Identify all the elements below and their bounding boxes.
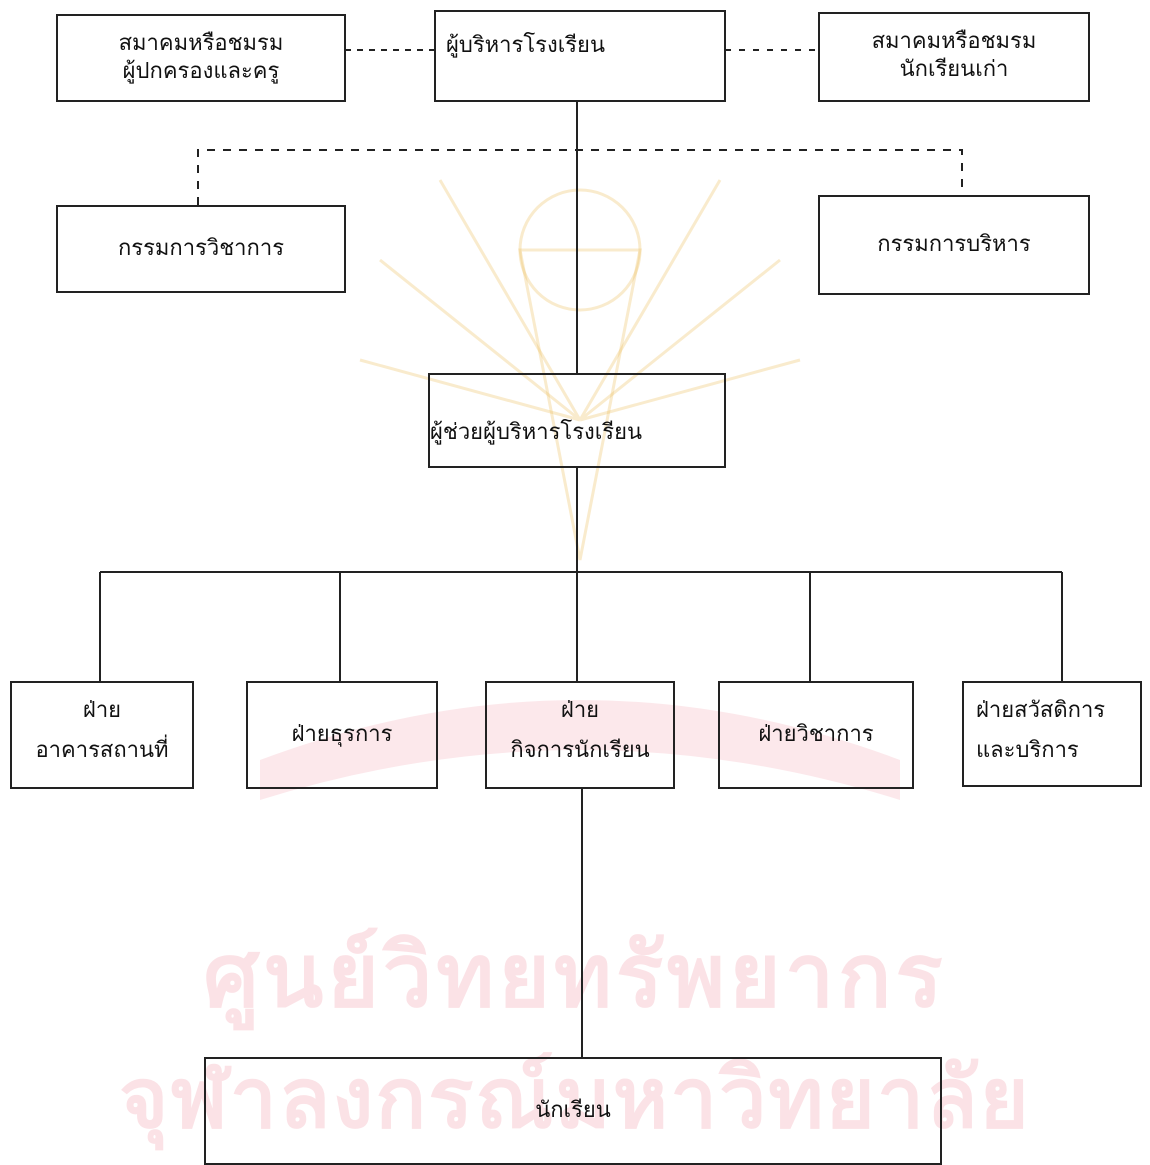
alumni-association-box: สมาคมหรือชมรม นักเรียนเก่า bbox=[818, 12, 1090, 102]
students-label: นักเรียน bbox=[535, 1098, 611, 1123]
assistant-principal-box: ผู้ช่วยผู้บริหารโรงเรียน bbox=[428, 373, 726, 468]
student-affairs-division-line-1: ฝ่าย bbox=[560, 698, 600, 723]
student-affairs-division-line-2: กิจการนักเรียน bbox=[510, 738, 650, 763]
pta-association-box: สมาคมหรือชมรม ผู้ปกครองและครู bbox=[56, 14, 346, 102]
welfare-division-line-1: ฝ่ายสวัสดิการ bbox=[976, 698, 1106, 723]
academic-division-label: ฝ่ายวิชาการ bbox=[758, 722, 874, 747]
principal-box: ผู้บริหารโรงเรียน bbox=[434, 10, 726, 102]
academic-committee-label: กรรมการวิชาการ bbox=[117, 236, 285, 261]
student-affairs-division-box: ฝ่าย กิจการนักเรียน bbox=[485, 681, 675, 789]
alumni-association-line-1: สมาคมหรือชมรม bbox=[871, 29, 1037, 54]
assistant-principal-label: ผู้ช่วยผู้บริหารโรงเรียน bbox=[430, 420, 643, 445]
pta-association-line-1: สมาคมหรือชมรม bbox=[118, 31, 284, 56]
administrative-committee-label: กรรมการบริหาร bbox=[877, 232, 1031, 257]
administrative-committee-box: กรรมการบริหาร bbox=[818, 195, 1090, 295]
buildings-division-box: ฝ่าย อาคารสถานที่ bbox=[10, 681, 194, 789]
academic-division-box: ฝ่ายวิชาการ bbox=[718, 681, 914, 789]
students-box: นักเรียน bbox=[204, 1057, 942, 1165]
pta-association-line-2: ผู้ปกครองและครู bbox=[122, 59, 280, 84]
welfare-division-line-2: และบริการ bbox=[976, 738, 1079, 763]
buildings-division-line-1: ฝ่าย bbox=[82, 698, 122, 723]
principal-label: ผู้บริหารโรงเรียน bbox=[446, 33, 605, 58]
buildings-division-line-2: อาคารสถานที่ bbox=[35, 738, 169, 763]
dashed-link-committees bbox=[197, 149, 963, 205]
clerical-division-label: ฝ่ายธุรการ bbox=[291, 722, 393, 747]
academic-committee-box: กรรมการวิชาการ bbox=[56, 205, 346, 293]
welfare-division-box: ฝ่ายสวัสดิการ และบริการ bbox=[962, 681, 1142, 787]
clerical-division-box: ฝ่ายธุรการ bbox=[246, 681, 438, 789]
alumni-association-line-2: นักเรียนเก่า bbox=[899, 57, 1009, 82]
